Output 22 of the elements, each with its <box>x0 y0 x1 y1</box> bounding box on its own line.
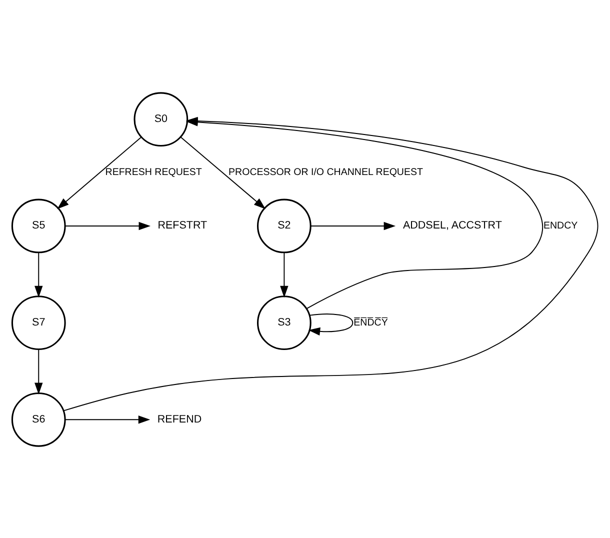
node-text: ADDSEL, ACCSTRT <box>402 219 502 232</box>
node-circle: S5 <box>11 198 66 253</box>
arrow <box>310 221 396 230</box>
arrow <box>308 313 354 336</box>
edge-label: E̅N̅D̅C̅Y̅ <box>354 316 388 328</box>
arrow <box>280 252 288 298</box>
arrow <box>34 348 43 394</box>
node-circle: S0 <box>134 92 188 146</box>
node-text: REFEND <box>157 412 202 425</box>
node-circle: S2 <box>257 198 312 253</box>
arrow <box>57 136 142 209</box>
arrow <box>64 415 150 424</box>
edge-label: REFRESH REQUEST <box>105 166 202 178</box>
node-circle: S3 <box>257 295 312 350</box>
edge-label: ENDCY <box>543 220 578 231</box>
node-text: REFSTRT <box>158 219 208 232</box>
arrow <box>180 136 266 209</box>
edge-label: PROCESSOR OR I/O CHANNEL REQUEST <box>228 166 423 178</box>
arrow <box>64 221 151 230</box>
arrow <box>34 252 43 298</box>
node-circle: S6 <box>11 392 66 446</box>
node-circle: S7 <box>11 295 66 350</box>
